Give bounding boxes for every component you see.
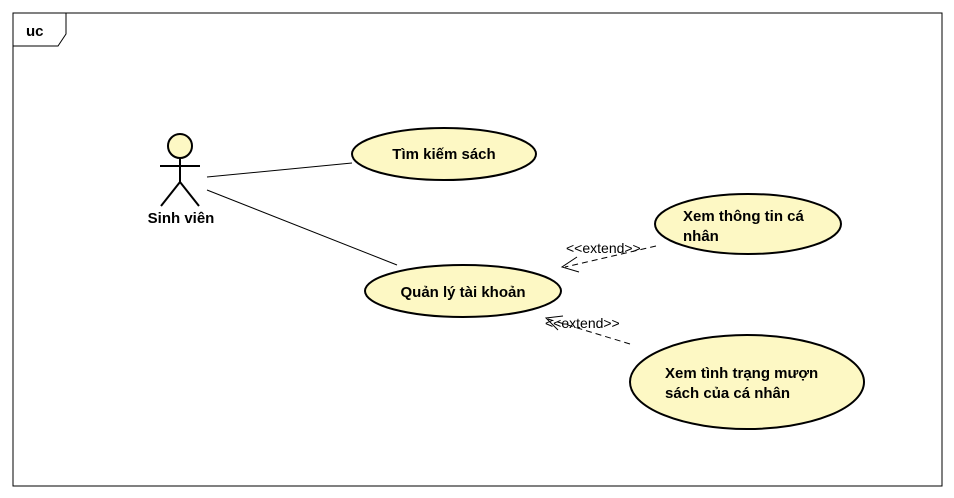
actor-left-leg bbox=[160, 181, 181, 207]
use-case-manage-account[interactable]: Quản lý tài khoản bbox=[364, 264, 562, 318]
extend-line bbox=[564, 245, 657, 268]
use-case-search-books[interactable]: Tìm kiếm sách bbox=[351, 127, 537, 181]
actor-right-leg bbox=[179, 181, 200, 207]
actor-name: Sinh viên bbox=[148, 210, 215, 227]
use-case-manage-account-shape bbox=[364, 264, 562, 318]
use-case-search-books-shape bbox=[351, 127, 537, 181]
actor-student[interactable]: Sinh viên bbox=[148, 133, 215, 227]
extend-relation-loan-status: <<extend>> bbox=[544, 315, 631, 345]
use-case-view-personal-info[interactable]: Xem thông tin cá nhân bbox=[654, 193, 842, 255]
use-case-view-personal-info-shape bbox=[654, 193, 842, 255]
association-account bbox=[206, 189, 398, 266]
extend-arrowhead bbox=[560, 256, 580, 273]
use-case-view-personal-info-line2: nhân bbox=[683, 228, 719, 245]
extend-line bbox=[547, 318, 631, 345]
use-case-view-loan-status-line2: sách của cá nhân bbox=[665, 385, 790, 402]
association-search bbox=[206, 162, 353, 178]
actor-head bbox=[167, 133, 193, 159]
frame-label: uc bbox=[26, 23, 44, 40]
extend-relation-personal-info: <<extend>> bbox=[560, 240, 657, 273]
extend-label: <<extend>> bbox=[545, 315, 620, 331]
frame-tab bbox=[13, 12, 67, 47]
use-case-view-loan-status-line1: Xem tình trạng mượn bbox=[665, 365, 818, 382]
use-case-view-loan-status-shape bbox=[629, 334, 865, 430]
use-case-search-books-label: Tìm kiếm sách bbox=[392, 146, 495, 163]
use-case-view-loan-status[interactable]: Xem tình trạng mượn sách của cá nhân bbox=[629, 334, 865, 430]
extend-arrowhead bbox=[544, 315, 564, 331]
use-case-view-personal-info-line1: Xem thông tin cá bbox=[683, 208, 805, 225]
extend-label: <<extend>> bbox=[566, 240, 641, 256]
use-case-manage-account-label: Quản lý tài khoản bbox=[400, 284, 525, 301]
